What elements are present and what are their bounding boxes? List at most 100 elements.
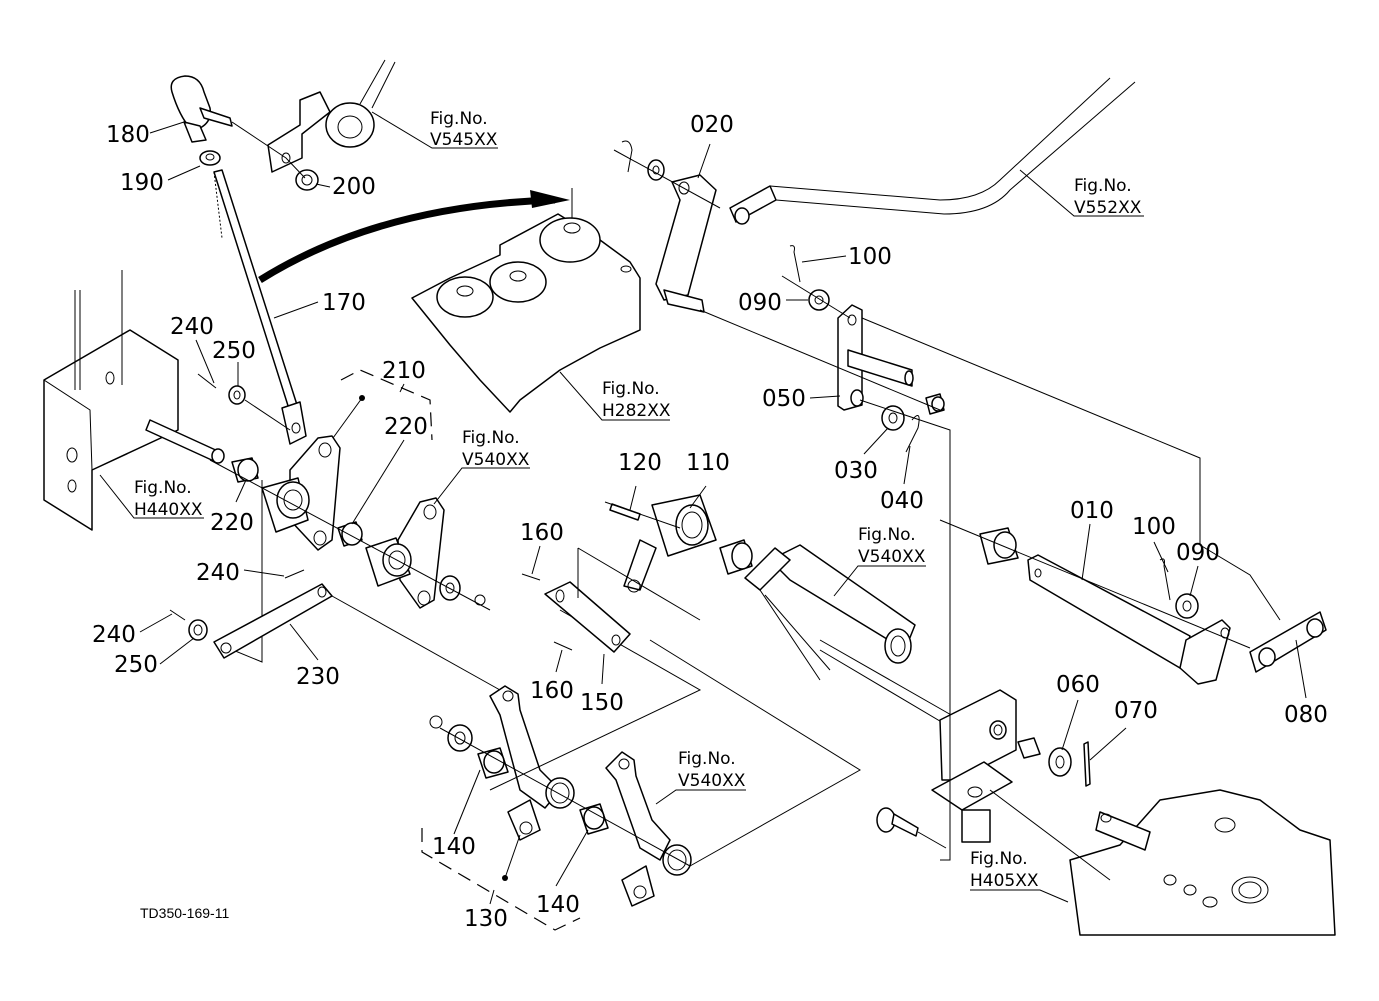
- callout-140-left[interactable]: 140: [432, 834, 476, 860]
- figure-ref-h282[interactable]: Fig.No. H282XX: [602, 379, 671, 421]
- curved-arrow: [258, 196, 556, 283]
- assembly-line: [244, 399, 291, 431]
- clip-240-lower: [284, 569, 305, 579]
- nut-190: [199, 150, 221, 166]
- spacer-050: [925, 393, 945, 415]
- fig-code: V545XX: [430, 130, 498, 150]
- assembly-line: [604, 501, 681, 529]
- washer-left-130: [429, 715, 473, 752]
- callout-150[interactable]: 150: [580, 690, 624, 716]
- assembly-line: [859, 399, 951, 861]
- washer-250-upper: [228, 385, 246, 405]
- callout-190[interactable]: 190: [120, 170, 164, 196]
- clip-240-lower-left: [169, 609, 186, 621]
- cotter-pin-100-lower: [1159, 558, 1171, 601]
- callout-220-right[interactable]: 220: [384, 414, 428, 440]
- pin-shaft: [145, 419, 225, 464]
- figure-ref-v540-lower[interactable]: Fig.No. V540XX: [678, 749, 746, 791]
- callout-140-right[interactable]: 140: [536, 892, 580, 918]
- clip-160-lower: [553, 641, 573, 651]
- assembly-line: [917, 831, 947, 849]
- callout-220-left[interactable]: 220: [210, 510, 254, 536]
- fig-code: H405XX: [970, 871, 1039, 891]
- arm-020: [655, 174, 717, 313]
- shaft-v540: [744, 544, 961, 731]
- callout-250-lower[interactable]: 250: [114, 652, 158, 678]
- figure-ref-leaders: [99, 111, 1144, 903]
- callout-040[interactable]: 040: [880, 488, 924, 514]
- valve-body-h405: [1069, 789, 1336, 936]
- link-230: [213, 583, 333, 659]
- figure-ref-h405[interactable]: Fig.No. H405XX: [970, 849, 1039, 891]
- callout-210[interactable]: 210: [382, 358, 426, 384]
- fig-prefix: Fig.No.: [678, 749, 736, 769]
- assembly-line: [699, 309, 941, 411]
- callout-120[interactable]: 120: [618, 450, 662, 476]
- callout-020[interactable]: 020: [690, 112, 734, 138]
- fig-code: V540XX: [462, 450, 530, 470]
- figure-ref-v552[interactable]: Fig.No. V552XX: [1074, 176, 1142, 218]
- drawing-code: TD350-169-11: [140, 905, 229, 921]
- bolt: [876, 807, 919, 837]
- figure-ref-v540-upper[interactable]: Fig.No. V540XX: [462, 428, 530, 470]
- callout-170[interactable]: 170: [322, 290, 366, 316]
- callout-200[interactable]: 200: [332, 174, 376, 200]
- callout-100-lower[interactable]: 100: [1132, 514, 1176, 540]
- callout-230[interactable]: 230: [296, 664, 340, 690]
- assembly-line: [781, 275, 851, 319]
- fig-prefix: Fig.No.: [462, 428, 520, 448]
- arm-v540-lower: [605, 751, 692, 907]
- clip-240-upper: [197, 373, 217, 389]
- leader-lines: [139, 121, 1307, 905]
- nut-200: [295, 169, 319, 191]
- fig-code: V540XX: [858, 547, 926, 567]
- link-080: [1249, 611, 1327, 673]
- callout-010[interactable]: 010: [1070, 498, 1114, 524]
- callout-240-lower[interactable]: 240: [92, 622, 136, 648]
- rod-v552: [729, 77, 1136, 225]
- bushing-110: [719, 539, 753, 575]
- bushing-220-left: [231, 457, 259, 483]
- callout-100-upper[interactable]: 100: [848, 244, 892, 270]
- callout-090-upper[interactable]: 090: [738, 290, 782, 316]
- assembly-line: [649, 639, 861, 867]
- bushing-140-right: [579, 803, 609, 835]
- plate-050: [837, 304, 914, 411]
- shaft-010: [1027, 554, 1231, 685]
- callout-050[interactable]: 050: [762, 386, 806, 412]
- callout-180[interactable]: 180: [106, 122, 150, 148]
- callout-160-lower[interactable]: 160: [530, 678, 574, 704]
- cotter-pin-100-upper: [789, 245, 801, 283]
- ball-joint-180: [170, 75, 233, 143]
- callout-160-upper[interactable]: 160: [520, 520, 564, 546]
- callout-030[interactable]: 030: [834, 458, 878, 484]
- figure-ref-v540-middle[interactable]: Fig.No. V540XX: [858, 525, 926, 567]
- figure-ref-h440[interactable]: Fig.No. H440XX: [134, 478, 203, 520]
- clip-160-upper: [521, 573, 541, 581]
- fig-code: V552XX: [1074, 198, 1142, 218]
- fig-prefix: Fig.No.: [1074, 176, 1132, 196]
- bushing-220-right: [337, 521, 363, 547]
- callout-130[interactable]: 130: [464, 906, 508, 932]
- callout-250-upper[interactable]: 250: [212, 338, 256, 364]
- washer-090-upper: [808, 289, 830, 311]
- pin-120: [609, 503, 641, 521]
- figure-ref-v545[interactable]: Fig.No. V545XX: [430, 109, 498, 150]
- rod-170: [213, 169, 307, 445]
- assembly-line: [331, 595, 501, 691]
- callout-070[interactable]: 070: [1114, 698, 1158, 724]
- callout-060[interactable]: 060: [1056, 672, 1100, 698]
- bracket-v545: [267, 59, 396, 173]
- callout-240-middle[interactable]: 240: [196, 560, 240, 586]
- bushing-140-left: [477, 747, 509, 779]
- callout-090-lower[interactable]: 090: [1176, 540, 1220, 566]
- frame-plate: [931, 689, 1017, 843]
- callout-110[interactable]: 110: [686, 450, 730, 476]
- washer-250-lower: [188, 619, 208, 641]
- callout-080[interactable]: 080: [1284, 702, 1328, 728]
- assembly-line: [227, 480, 263, 663]
- assembly-line: [439, 727, 691, 867]
- callout-240-upper[interactable]: 240: [170, 314, 214, 340]
- arm-assembly-210: [261, 395, 365, 551]
